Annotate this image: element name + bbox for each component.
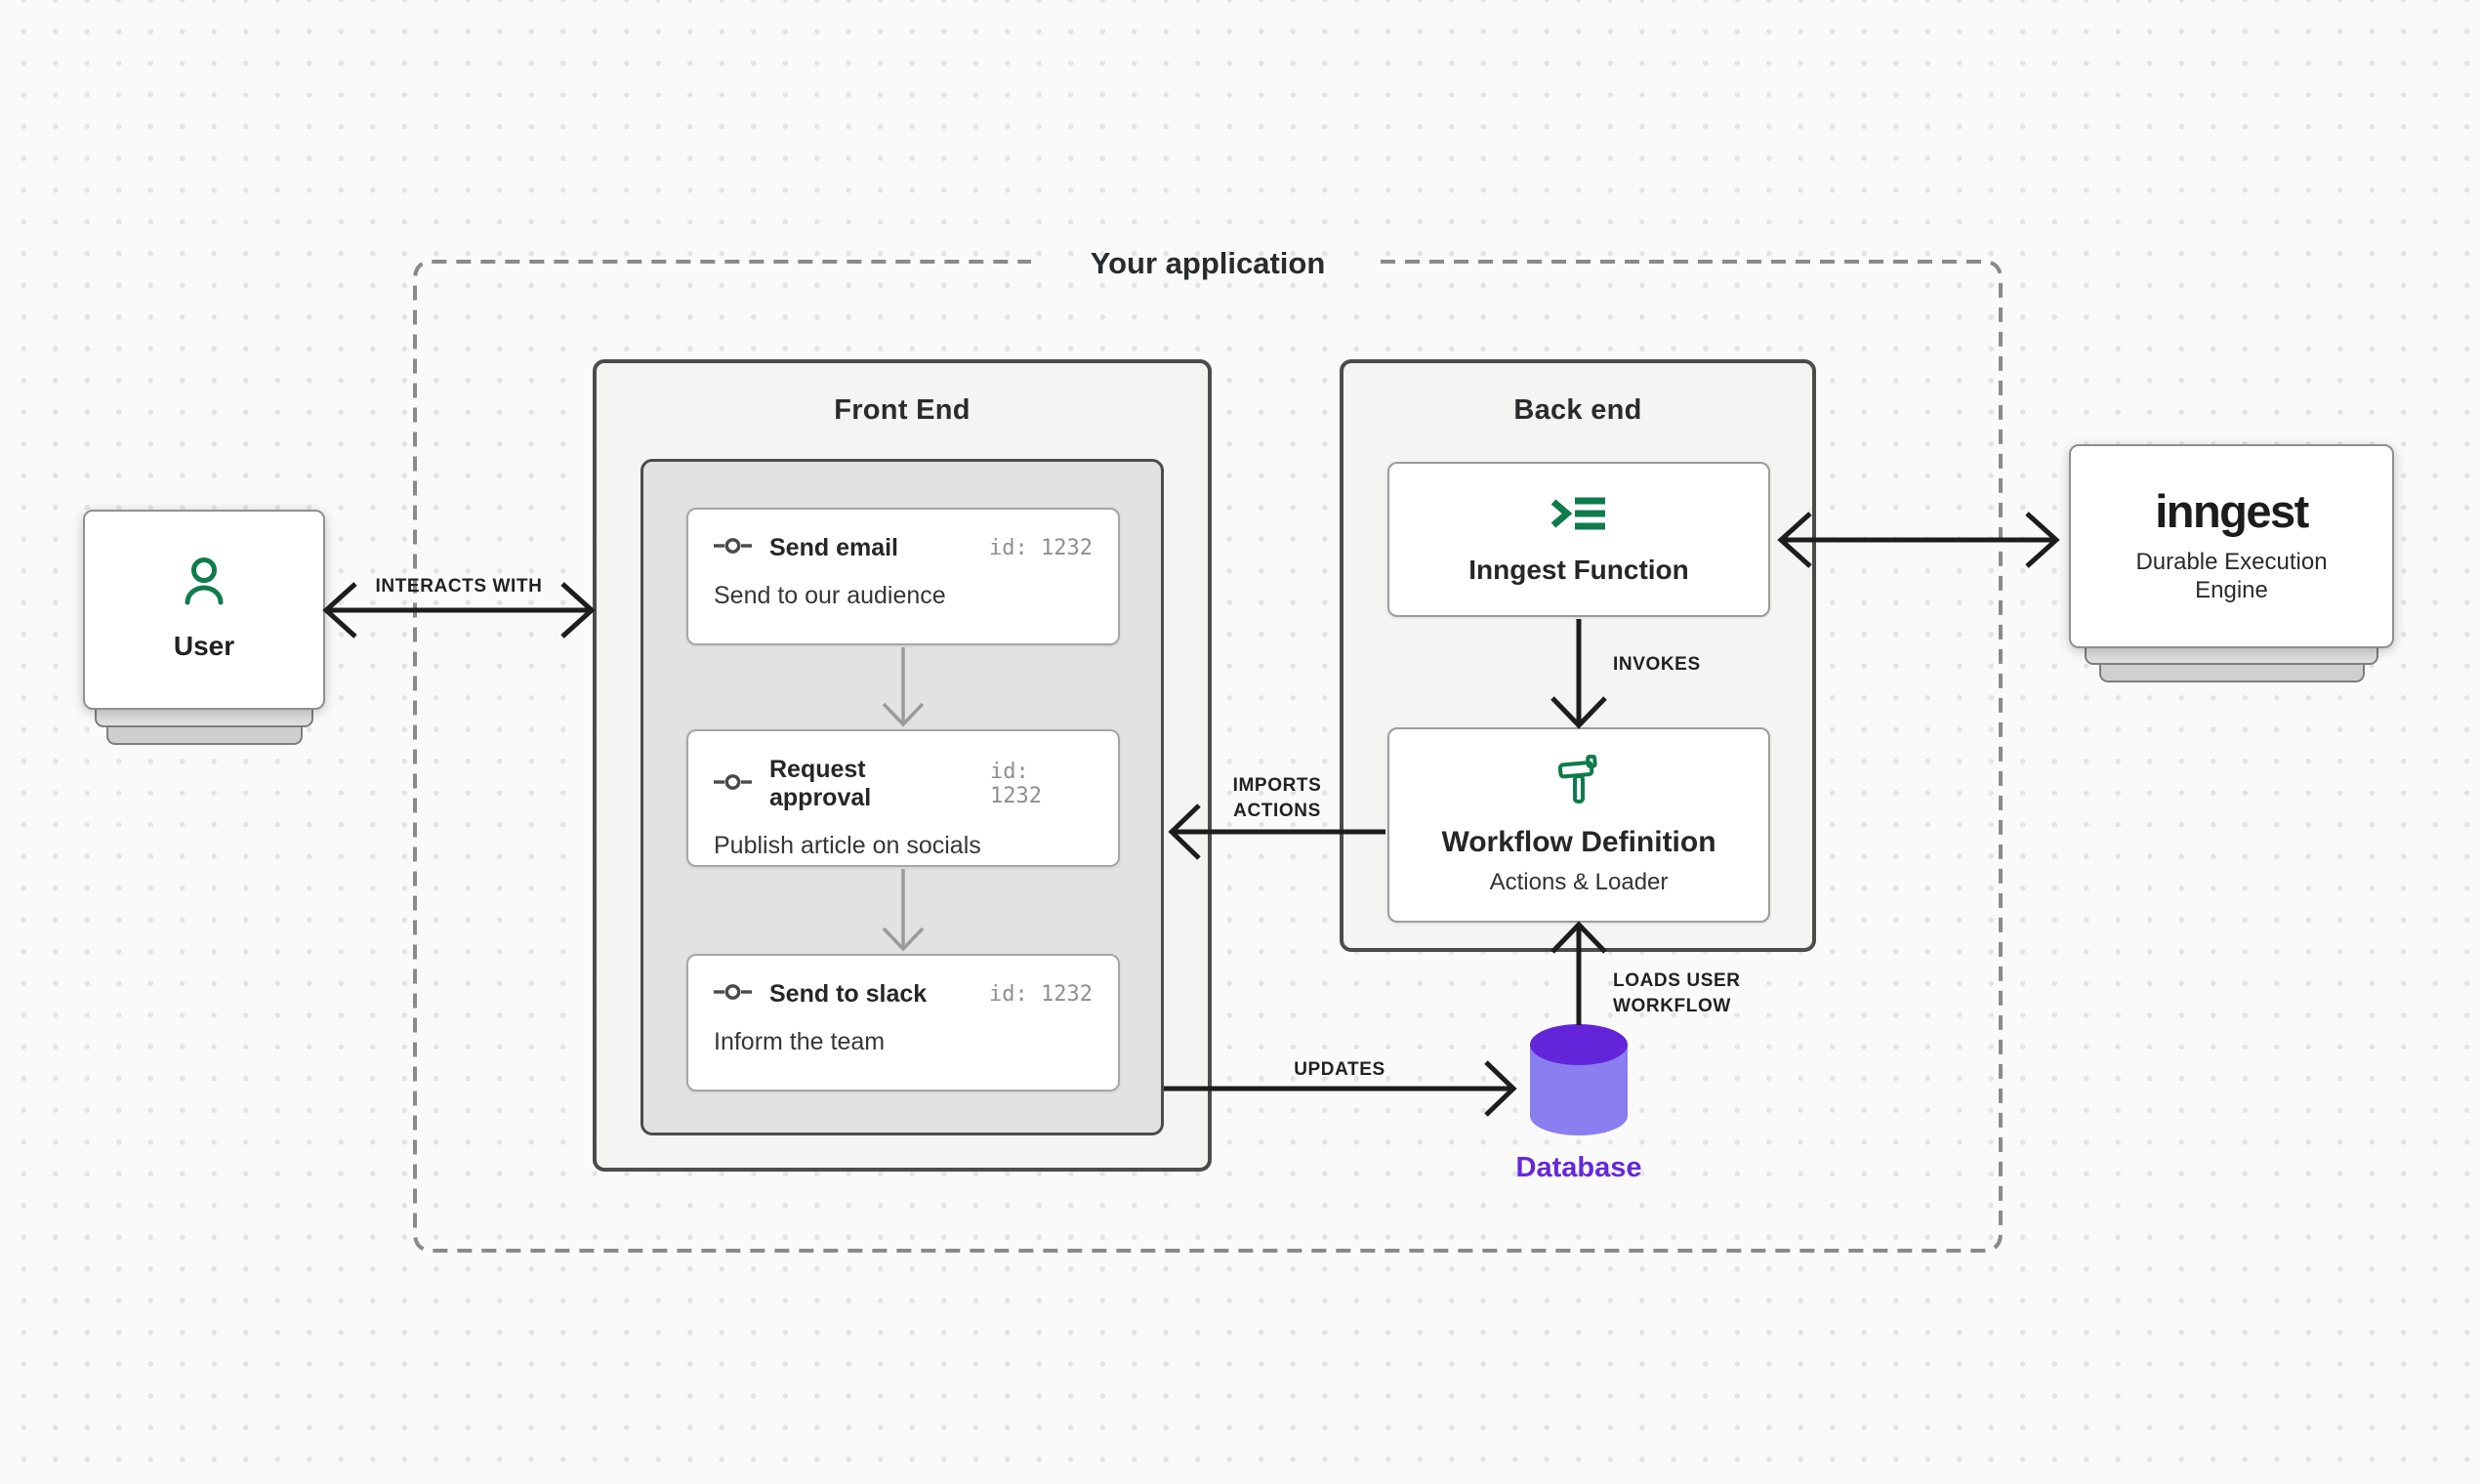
card-id: id: 1232 (989, 536, 1093, 560)
commit-icon (714, 773, 752, 795)
inngest-box-tray-2 (2099, 665, 2365, 682)
workflow-card-send-to-slack: Send to slack id: 1232 Inform the team (686, 954, 1120, 1092)
card-id: id: 1232 (989, 982, 1093, 1007)
workflow-definition-card: Workflow Definition Actions & Loader (1387, 727, 1770, 923)
card-title: Request approval (769, 756, 872, 811)
back-end-title: Back end (1513, 394, 1642, 426)
database-cylinder-icon (1528, 1021, 1630, 1138)
card-title: Send email (769, 534, 898, 561)
inngest-function-card: Inngest Function (1387, 462, 1770, 617)
commit-icon (714, 538, 752, 558)
front-end-title: Front End (834, 394, 971, 426)
inngest-box-tray-1 (2085, 648, 2378, 665)
edge-label-loads-user-workflow: LOADS USER WORKFLOW (1613, 970, 1741, 1016)
inngest-subtitle: Durable Execution Engine (2135, 549, 2328, 603)
inngest-logo: inngest (2155, 485, 2309, 537)
user-box-tray-1 (95, 710, 313, 727)
card-description: Publish article on socials (714, 832, 981, 859)
edge-label-invokes: INVOKES (1613, 654, 1701, 675)
card-title: Send to slack (769, 980, 928, 1008)
edge-label-imports-actions: IMPORTS ACTIONS (1232, 775, 1322, 821)
inngest-engine-node: inngest Durable Execution Engine (2069, 444, 2394, 648)
user-icon (181, 557, 227, 613)
edge-label-updates: UPDATES (1294, 1059, 1385, 1080)
workflow-card-send-email: Send email id: 1232 Send to our audience (686, 508, 1120, 645)
card-description: Inform the team (714, 1028, 886, 1055)
inngest-function-label: Inngest Function (1468, 555, 1689, 585)
user-label: User (173, 631, 235, 661)
card-id: id: 1232 (989, 760, 1042, 808)
commit-icon (714, 984, 752, 1005)
user-node: User (83, 510, 325, 710)
workflow-definition-sublabel: Actions & Loader (1489, 868, 1669, 895)
application-container-title: Your application (1090, 246, 1326, 280)
hammer-icon (1553, 754, 1604, 810)
workflow-definition-label: Workflow Definition (1441, 825, 1716, 858)
database-label: Database (1515, 1152, 1642, 1183)
card-description: Send to our audience (714, 582, 946, 609)
terminal-list-icon (1550, 493, 1607, 539)
workflow-card-request-approval: Request approval id: 1232 Publish articl… (686, 729, 1120, 867)
user-box-tray-2 (106, 727, 303, 745)
edge-label-interacts-with: INTERACTS WITH (375, 576, 543, 597)
